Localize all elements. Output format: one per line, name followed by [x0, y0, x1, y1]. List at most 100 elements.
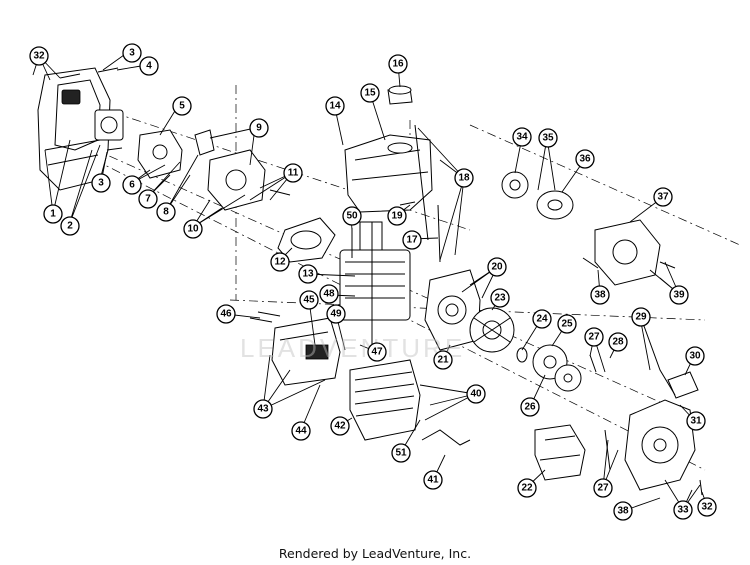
callout-38b[interactable]: 38 [613, 501, 633, 521]
callout-33[interactable]: 33 [673, 500, 693, 520]
svg-text:21: 21 [437, 355, 449, 366]
callout-9[interactable]: 9 [249, 118, 269, 138]
svg-text:20: 20 [491, 262, 503, 273]
svg-text:38: 38 [617, 506, 629, 517]
callout-25[interactable]: 25 [557, 314, 577, 334]
callout-37[interactable]: 37 [653, 187, 673, 207]
svg-text:4: 4 [146, 61, 152, 72]
callout-1[interactable]: 1 [43, 204, 63, 224]
callout-43[interactable]: 43 [253, 399, 273, 419]
callout-10[interactable]: 10 [183, 219, 203, 239]
svg-text:31: 31 [690, 416, 702, 427]
svg-text:19: 19 [391, 211, 403, 222]
callout-42[interactable]: 42 [330, 416, 350, 436]
callout-45[interactable]: 45 [299, 290, 319, 310]
callout-51[interactable]: 51 [391, 443, 411, 463]
callout-26[interactable]: 26 [520, 397, 540, 417]
callout-48[interactable]: 48 [319, 284, 339, 304]
svg-text:3: 3 [129, 48, 135, 59]
svg-text:32: 32 [33, 51, 45, 62]
svg-text:7: 7 [145, 194, 151, 205]
svg-text:42: 42 [334, 421, 346, 432]
callout-16[interactable]: 16 [388, 54, 408, 74]
callout-7[interactable]: 7 [138, 189, 158, 209]
svg-text:47: 47 [371, 347, 383, 358]
svg-text:43: 43 [257, 404, 269, 415]
callout-4[interactable]: 4 [139, 56, 159, 76]
callout-22[interactable]: 22 [517, 478, 537, 498]
svg-text:40: 40 [470, 389, 482, 400]
svg-text:1: 1 [50, 209, 56, 220]
callout-30[interactable]: 30 [685, 346, 705, 366]
svg-text:11: 11 [288, 168, 299, 179]
svg-text:2: 2 [67, 221, 73, 232]
svg-text:30: 30 [689, 351, 701, 362]
air-filter-cover-part [271, 317, 341, 386]
svg-text:5: 5 [179, 101, 185, 112]
callout-20[interactable]: 20 [487, 257, 507, 277]
callout-23[interactable]: 23 [490, 288, 510, 308]
callout-8[interactable]: 8 [156, 202, 176, 222]
callout-27b[interactable]: 27 [593, 478, 613, 498]
svg-text:28: 28 [612, 337, 624, 348]
svg-text:10: 10 [187, 224, 199, 235]
callout-47[interactable]: 47 [367, 342, 387, 362]
callout-12[interactable]: 12 [270, 252, 290, 272]
svg-text:51: 51 [395, 448, 407, 459]
callout-41[interactable]: 41 [423, 470, 443, 490]
callout-5[interactable]: 5 [172, 96, 192, 116]
callout-21[interactable]: 21 [433, 350, 453, 370]
callout-15[interactable]: 15 [360, 83, 380, 103]
callout-17[interactable]: 17 [402, 230, 422, 250]
flywheel-part [469, 307, 515, 353]
callout-13[interactable]: 13 [298, 264, 318, 284]
render-credit-footer: Rendered by LeadVenture, Inc. [278, 546, 472, 561]
svg-text:6: 6 [129, 180, 135, 191]
carburetor-part [137, 129, 266, 211]
callout-46[interactable]: 46 [216, 304, 236, 324]
svg-text:33: 33 [677, 505, 689, 516]
callout-32[interactable]: 32 [29, 46, 49, 66]
svg-text:3: 3 [98, 178, 104, 189]
callout-18[interactable]: 18 [454, 168, 474, 188]
svg-text:41: 41 [427, 475, 439, 486]
svg-text:38: 38 [594, 290, 606, 301]
callout-31[interactable]: 31 [686, 411, 706, 431]
callout-2[interactable]: 2 [60, 216, 80, 236]
svg-text:36: 36 [579, 154, 591, 165]
svg-text:9: 9 [256, 123, 262, 134]
callout-36[interactable]: 36 [575, 149, 595, 169]
callout-3[interactable]: 3 [122, 43, 142, 63]
svg-text:8: 8 [163, 207, 169, 218]
callout-44[interactable]: 44 [291, 421, 311, 441]
svg-text:37: 37 [657, 192, 669, 203]
callout-49[interactable]: 49 [326, 304, 346, 324]
callout-38[interactable]: 38 [590, 285, 610, 305]
svg-text:26: 26 [524, 402, 536, 413]
callout-29[interactable]: 29 [631, 307, 651, 327]
starter-pulley-part [516, 344, 582, 392]
svg-text:45: 45 [303, 295, 315, 306]
svg-text:14: 14 [329, 101, 341, 112]
callout-11[interactable]: 11 [283, 163, 303, 183]
callout-39[interactable]: 39 [669, 285, 689, 305]
callout-14[interactable]: 14 [325, 96, 345, 116]
callout-3b[interactable]: 3 [91, 173, 111, 193]
callout-28[interactable]: 28 [608, 332, 628, 352]
svg-text:44: 44 [295, 426, 307, 437]
callout-32b[interactable]: 32 [697, 497, 717, 517]
svg-text:27: 27 [588, 332, 600, 343]
callout-50[interactable]: 50 [342, 206, 362, 226]
callout-19[interactable]: 19 [387, 206, 407, 226]
callout-35[interactable]: 35 [538, 128, 558, 148]
svg-text:17: 17 [406, 235, 418, 246]
callout-6[interactable]: 6 [122, 175, 142, 195]
svg-text:29: 29 [635, 312, 647, 323]
callout-40[interactable]: 40 [466, 384, 486, 404]
svg-text:50: 50 [346, 211, 358, 222]
callout-34[interactable]: 34 [512, 127, 532, 147]
callout-24[interactable]: 24 [532, 309, 552, 329]
callout-27[interactable]: 27 [584, 327, 604, 347]
svg-text:39: 39 [673, 290, 685, 301]
